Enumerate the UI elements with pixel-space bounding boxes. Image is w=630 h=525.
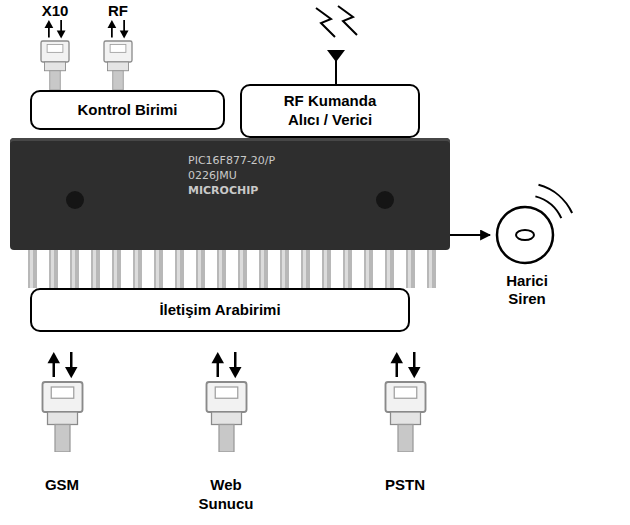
node-text: Kontrol Birimi <box>78 101 178 120</box>
connector-icon <box>41 20 69 90</box>
signal-arrow <box>450 234 490 236</box>
port-label: Web Sunucu <box>186 476 266 514</box>
chip-marking: PIC16F877-20/P <box>188 154 275 169</box>
chip-dimple <box>376 191 394 209</box>
sound-wave <box>535 196 561 218</box>
connector-icon <box>386 352 426 452</box>
port-label: PSTN <box>360 476 450 495</box>
port-label: RF <box>88 2 148 21</box>
siren-symbol <box>490 200 560 270</box>
chip-marking: 0226JMU <box>188 169 275 184</box>
siren-body <box>497 207 553 263</box>
siren-icon: Harici Siren <box>490 200 564 310</box>
radio-wave-symbol <box>338 6 357 35</box>
node-text: Harici Siren <box>490 272 564 308</box>
unit-box: RF Kumanda Alıcı / Verici <box>240 84 420 138</box>
radio-wave-symbol <box>316 8 335 37</box>
connector-icon <box>104 20 132 90</box>
antenna-mast <box>335 54 337 84</box>
connector-icon <box>43 352 83 452</box>
chip-marking: MICROCHIP <box>188 184 275 199</box>
chip-pins <box>28 248 448 288</box>
sound-wave <box>539 185 573 213</box>
node-text: İletişim Arabirimi <box>159 301 280 320</box>
text-group: RF Kumanda Alıcı / Verici <box>268 92 392 130</box>
microcontroller-chip: PIC16F877-20/P0226JMUMICROCHIP <box>10 138 450 250</box>
text-group: Harici Siren <box>490 272 564 308</box>
unit-box: İletişim Arabirimi <box>30 288 410 332</box>
node-text: RF Kumanda Alıcı / Verici <box>268 92 392 130</box>
text-group: İletişim Arabirimi <box>159 301 280 320</box>
port-label: GSM <box>17 476 107 495</box>
siren-center <box>516 230 534 240</box>
unit-box: Kontrol Birimi <box>30 90 225 130</box>
connector-icon <box>207 352 247 452</box>
text-group: Kontrol Birimi <box>78 101 178 120</box>
text-group: PIC16F877-20/P0226JMUMICROCHIP <box>188 154 275 199</box>
chip-dimple <box>66 191 84 209</box>
port-label: X10 <box>25 2 85 21</box>
